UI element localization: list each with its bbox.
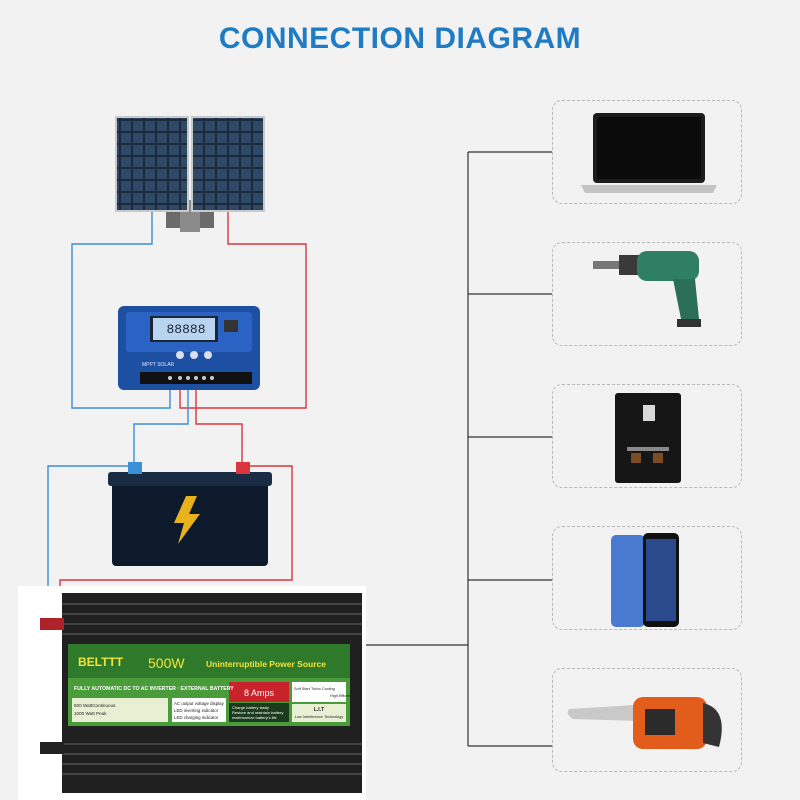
chainsaw-icon [553, 669, 743, 773]
battery [108, 462, 272, 566]
inverter-subtitle: FULLY AUTOMATIC DC TO AC INVERTER · EXTE… [74, 686, 234, 692]
controller-label: MPPT SOLAR [142, 362, 175, 368]
inverter-lit-title: L.I.T [314, 707, 324, 713]
inverter-feature-efficient: High Efficient [330, 694, 353, 698]
inverter-rating-2: 1000 Watt Peak [74, 711, 107, 716]
inverter [18, 586, 366, 800]
inverter-charge-note-3: maximumize battery's life [232, 715, 278, 720]
inverter-brand: BELTTT [78, 655, 124, 669]
inverter-power: 500W [148, 655, 185, 671]
inverter-lit-subtitle: Low Interference Technology [295, 715, 344, 719]
inverter-charge-rating: 8 Amps [244, 688, 275, 698]
controller-display: 88888 [166, 322, 205, 337]
inverter-rating-1: 500 WattContinuous [74, 703, 116, 708]
inverter-feature-2: LED inverting indicator [174, 708, 219, 713]
inverter-feature-1: AC output voltage display [174, 701, 225, 706]
device-card-laptop [552, 100, 742, 204]
power-drill-icon [553, 243, 743, 347]
controller-to-battery-wires [134, 382, 242, 466]
ac-output-bus [366, 152, 552, 746]
inverter-feature-turbo: Turbo Cooling [311, 687, 335, 691]
laptop-icon [553, 101, 743, 205]
device-card-drill [552, 242, 742, 346]
coffee-machine-icon [553, 385, 743, 489]
smartphone-icon [553, 527, 743, 631]
solar-panel [115, 116, 265, 232]
inverter-headline: Uninterruptible Power Source [206, 659, 326, 669]
device-card-coffee [552, 384, 742, 488]
inverter-feature-3: LED charging indicator [174, 715, 219, 720]
device-card-phone [552, 526, 742, 630]
inverter-feature-soft-start: Soft Start [294, 687, 311, 691]
device-card-chainsaw [552, 668, 742, 772]
charge-controller [118, 306, 260, 390]
